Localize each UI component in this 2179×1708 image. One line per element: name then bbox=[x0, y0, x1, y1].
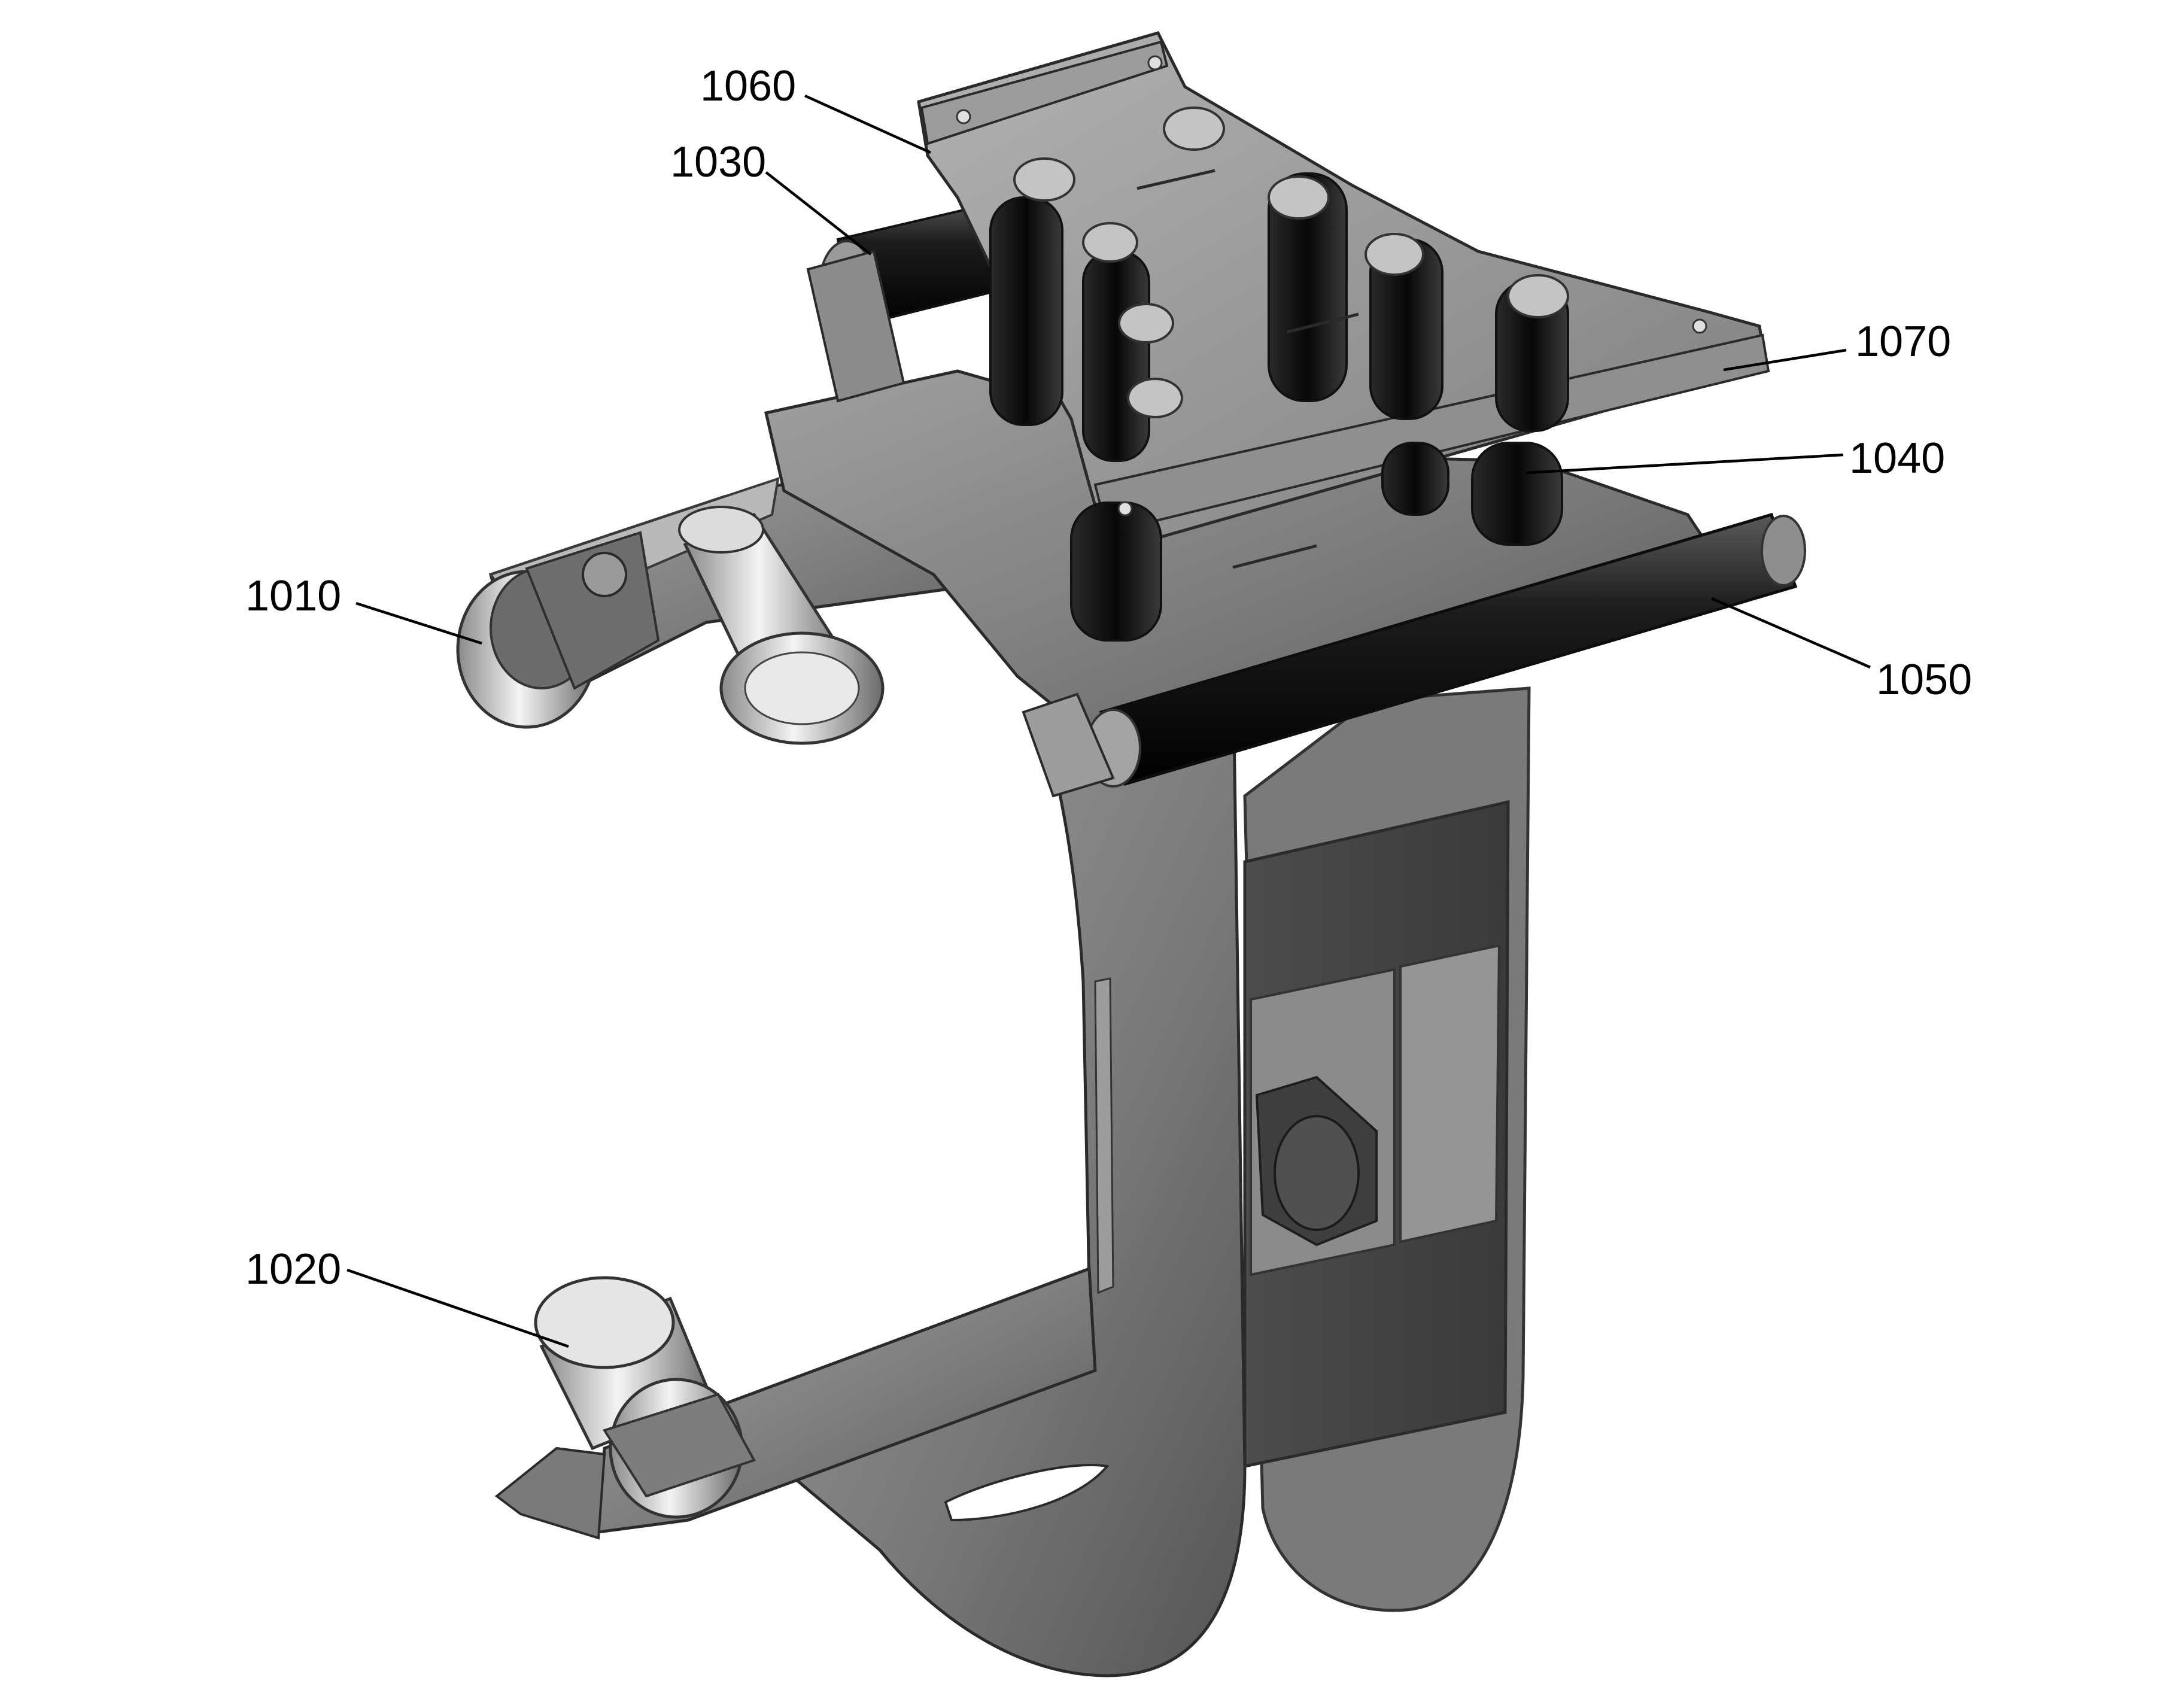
plate-bolts bbox=[956, 55, 1707, 516]
caster-wheel-1010 bbox=[456, 531, 660, 729]
label-1050: 1050 bbox=[1876, 656, 1972, 704]
plate-slots bbox=[1136, 169, 1359, 334]
label-1060: 1060 bbox=[700, 62, 796, 110]
leader-1010 bbox=[355, 601, 482, 645]
vertical-cylinders bbox=[989, 172, 1569, 642]
leader-1030 bbox=[765, 171, 872, 256]
upper-arm-wheel bbox=[678, 506, 885, 745]
label-1010: 1010 bbox=[245, 572, 341, 620]
label-1030: 1030 bbox=[670, 138, 766, 186]
caster-wheel-1020 bbox=[534, 1276, 756, 1519]
drive-motor-face bbox=[1274, 1115, 1360, 1231]
top-plate-rear-edge bbox=[920, 40, 1169, 145]
mounting-base-slot bbox=[1232, 544, 1317, 569]
c-frame-slot bbox=[944, 1464, 1110, 1522]
c-frame-front bbox=[764, 644, 1247, 1677]
leader-1070 bbox=[1723, 348, 1847, 372]
frame-crossbox-window-right bbox=[1399, 944, 1501, 1244]
leader-1020 bbox=[347, 1268, 569, 1348]
c-frame-inner-edge bbox=[1094, 977, 1114, 1294]
label-1020: 1020 bbox=[245, 1245, 341, 1293]
label-1070: 1070 bbox=[1855, 318, 1951, 366]
leader-1040 bbox=[1525, 453, 1844, 475]
lower-arm-bracket bbox=[494, 1446, 606, 1540]
leader-1050 bbox=[1711, 597, 1871, 669]
plate-pegs bbox=[1013, 107, 1569, 418]
leader-1060 bbox=[804, 94, 931, 154]
rear-roller-bracket bbox=[806, 250, 905, 403]
label-1040: 1040 bbox=[1849, 434, 1945, 482]
front-roller-1050 bbox=[1022, 512, 1806, 798]
front-roller-bracket bbox=[1022, 692, 1115, 798]
